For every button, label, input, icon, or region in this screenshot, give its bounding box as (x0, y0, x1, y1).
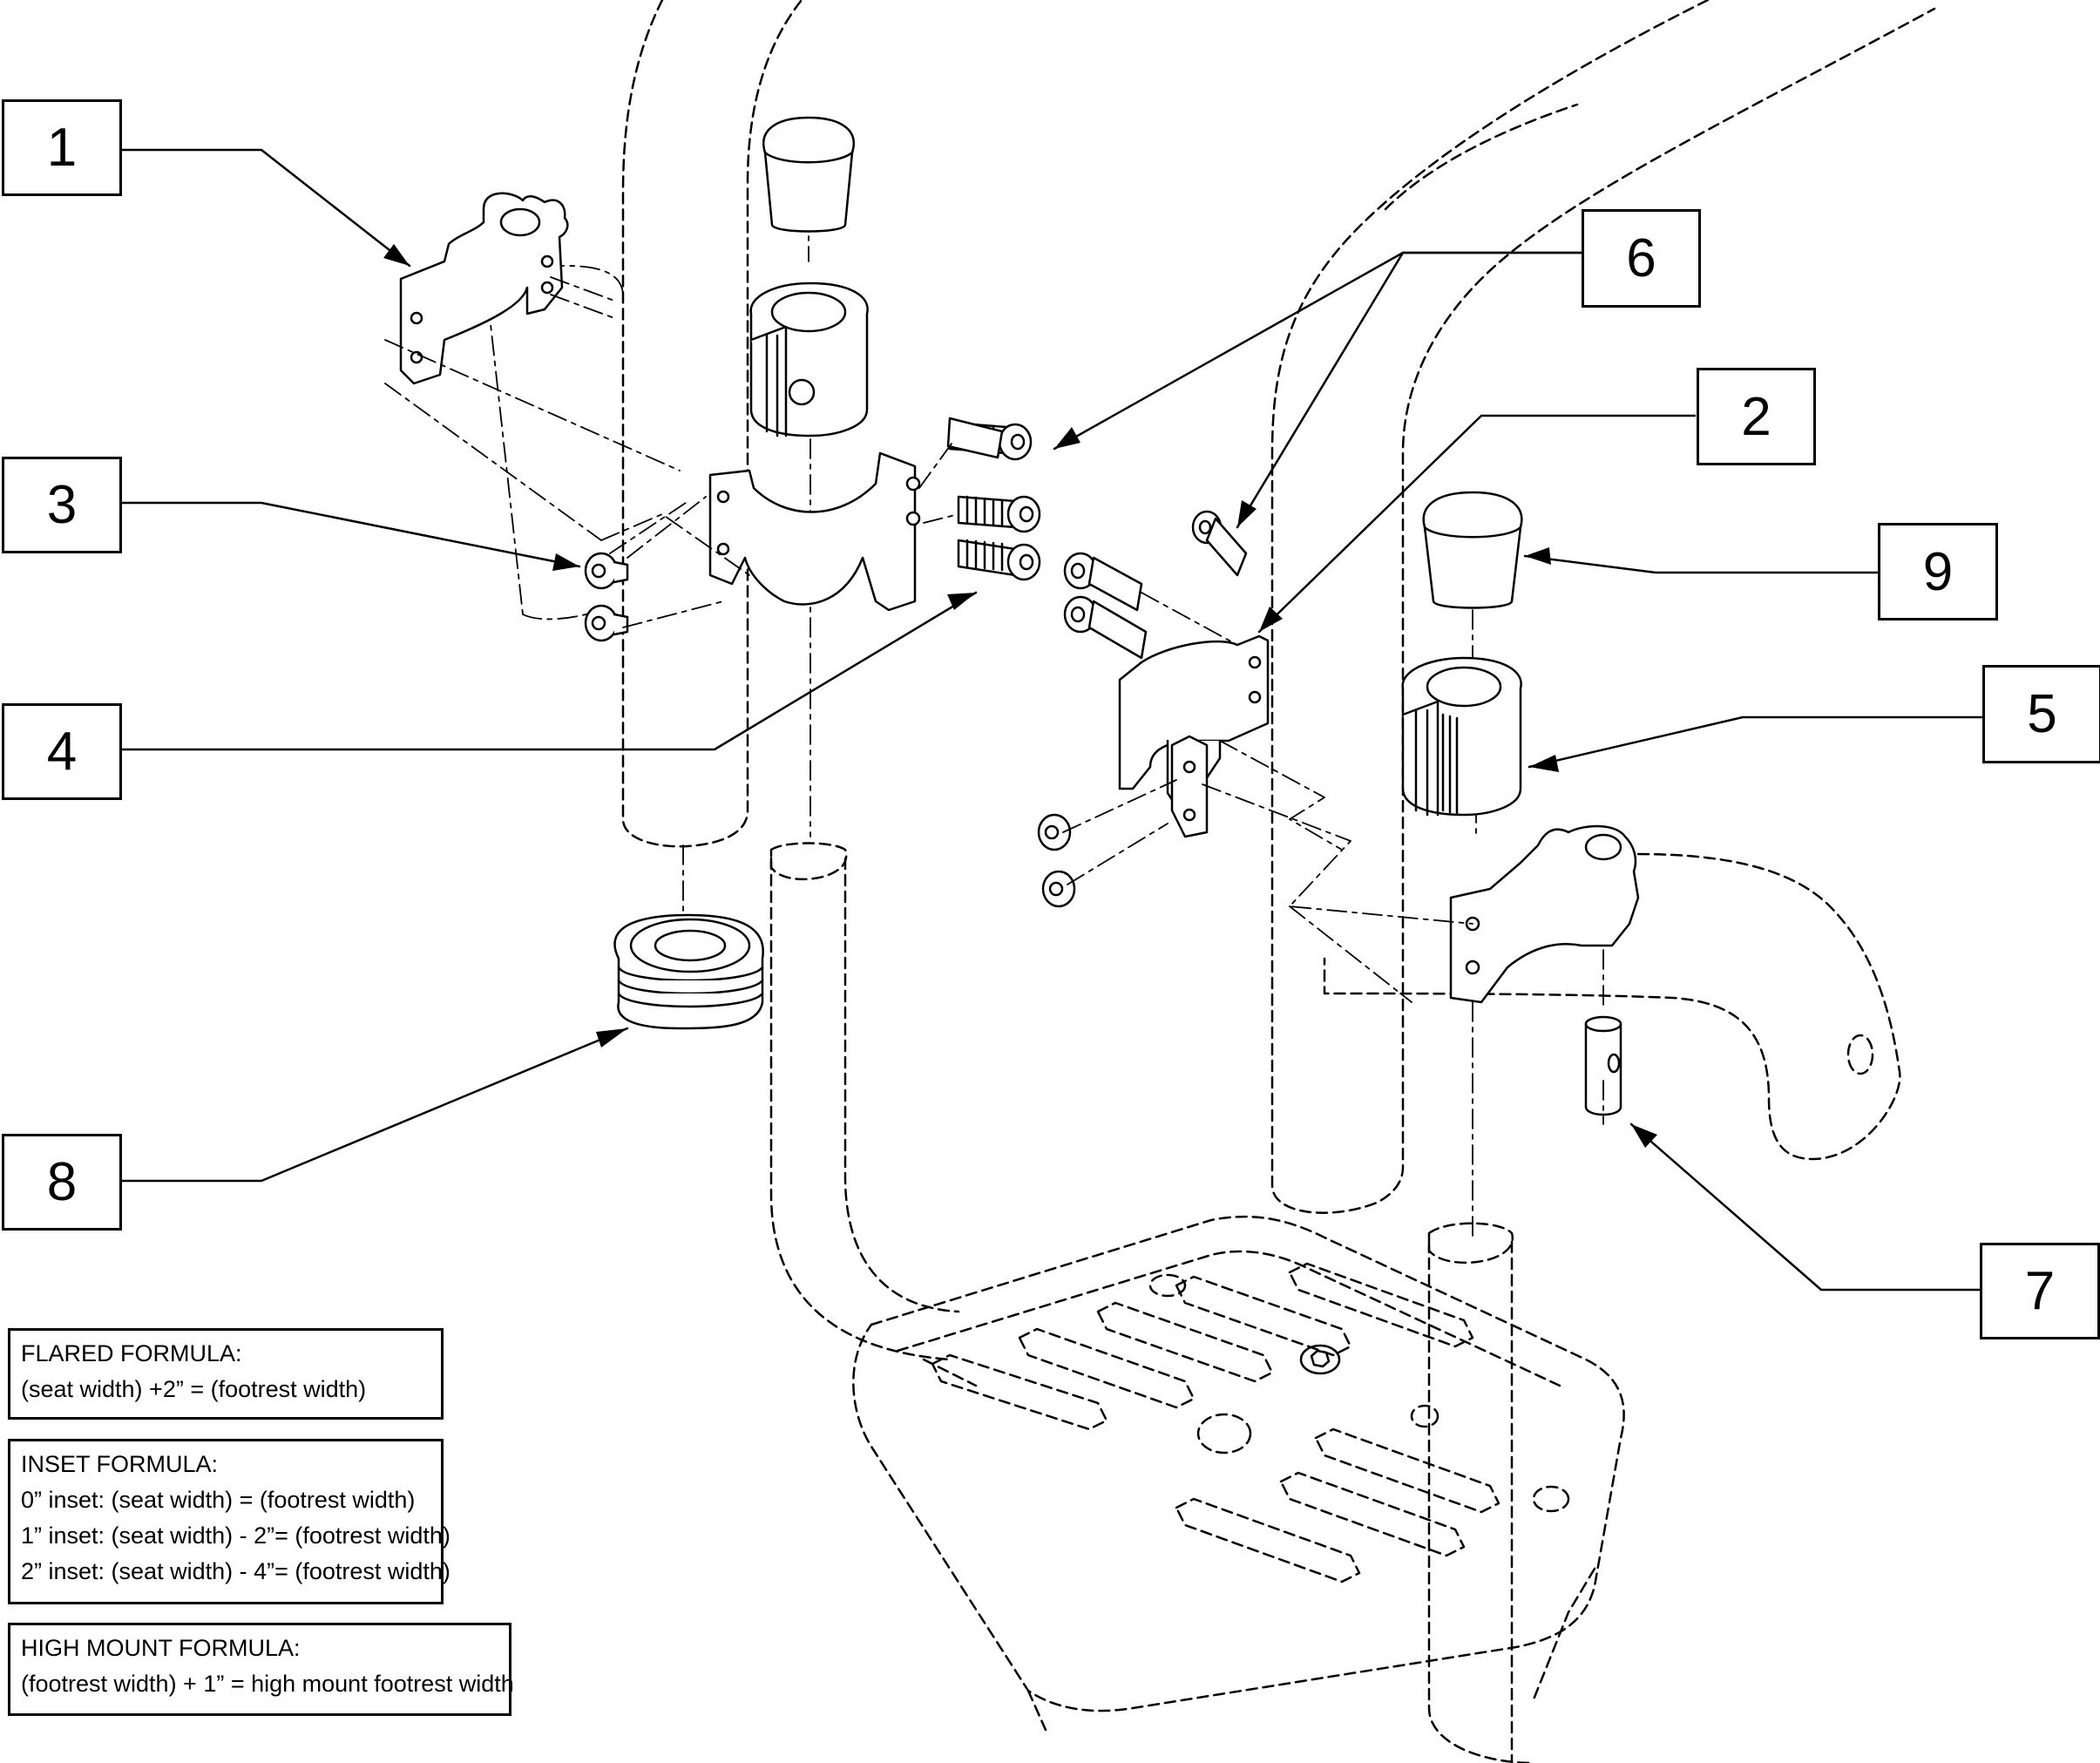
inset-formula-line: 2” inset: (seat width) - 4”= (footrest w… (21, 1558, 450, 1584)
screw-button-3d (1041, 870, 1076, 908)
part-cap-left (762, 116, 855, 233)
callout-9: 9 (1878, 523, 1998, 620)
part-pin (1584, 1015, 1622, 1116)
callout-8: 8 (2, 1134, 122, 1231)
callout-2: 2 (1697, 368, 1816, 465)
screw-button-3b (584, 604, 629, 642)
part-oval-plug (613, 913, 764, 1030)
inset-formula-box: INSET FORMULA: 0” inset: (seat width) = … (8, 1439, 450, 1604)
part-clamp-half-top-left (399, 192, 569, 385)
screw-cap-6b (1063, 595, 1148, 660)
part-clamp-half-right-middle (1118, 634, 1270, 838)
flared-formula-box: FLARED FORMULA: (seat width) +2” = (foot… (8, 1328, 444, 1420)
hanger-tube-left-phantom (769, 842, 960, 1361)
part-clamp-half-bottom-right (1449, 824, 1640, 1004)
screw-button-3c (1037, 813, 1072, 851)
flared-formula-title: FLARED FORMULA: (21, 1340, 242, 1366)
screw-cap-4b (957, 495, 1041, 533)
callout-4: 4 (2, 703, 122, 800)
part-cap-right (1422, 491, 1523, 609)
screw-cap-4c (957, 539, 1041, 581)
frame-tube-right-phantom (1270, 0, 1936, 1214)
callout-5: 5 (1982, 665, 2100, 763)
flared-formula-line: (seat width) +2” = (footrest width) (21, 1376, 367, 1402)
screw-cap-6c (1191, 510, 1248, 577)
leader-arrowheads (383, 244, 1657, 1148)
part-clamp-half-left-middle (708, 451, 921, 612)
frame-curve-right-phantom (1323, 852, 1901, 1161)
frame-tube-left-phantom (621, 0, 803, 848)
screw-button-3a (584, 552, 629, 590)
leader-lines (120, 148, 1984, 1292)
high-mount-formula-title: HIGH MOUNT FORMULA: (21, 1635, 301, 1661)
callout-6: 6 (1582, 209, 1701, 308)
part-collar-right (1401, 656, 1522, 817)
screw-cap-6d (946, 417, 1004, 459)
assembly-guide-lines (384, 276, 1604, 1125)
inset-formula-line: 1” inset: (seat width) - 2”= (footrest w… (21, 1522, 450, 1549)
footplate-phantom (852, 1215, 1625, 1732)
screw-cap-6a (1063, 552, 1143, 612)
callout-7: 7 (1980, 1243, 2100, 1339)
high-mount-formula-box: HIGH MOUNT FORMULA: (footrest width) + 1… (8, 1623, 514, 1716)
high-mount-formula-line: (footrest width) + 1” = high mount footr… (21, 1671, 514, 1697)
inset-formula-title: INSET FORMULA: (21, 1451, 219, 1477)
callout-1: 1 (2, 99, 122, 196)
part-collar-left (749, 281, 869, 437)
footplate-center-bolt-icon (1299, 1344, 1341, 1375)
inset-formula-line: 0” inset: (seat width) = (footrest width… (21, 1487, 416, 1513)
hanger-tube-right-phantom (1427, 1222, 1535, 1763)
callout-3: 3 (2, 457, 122, 553)
